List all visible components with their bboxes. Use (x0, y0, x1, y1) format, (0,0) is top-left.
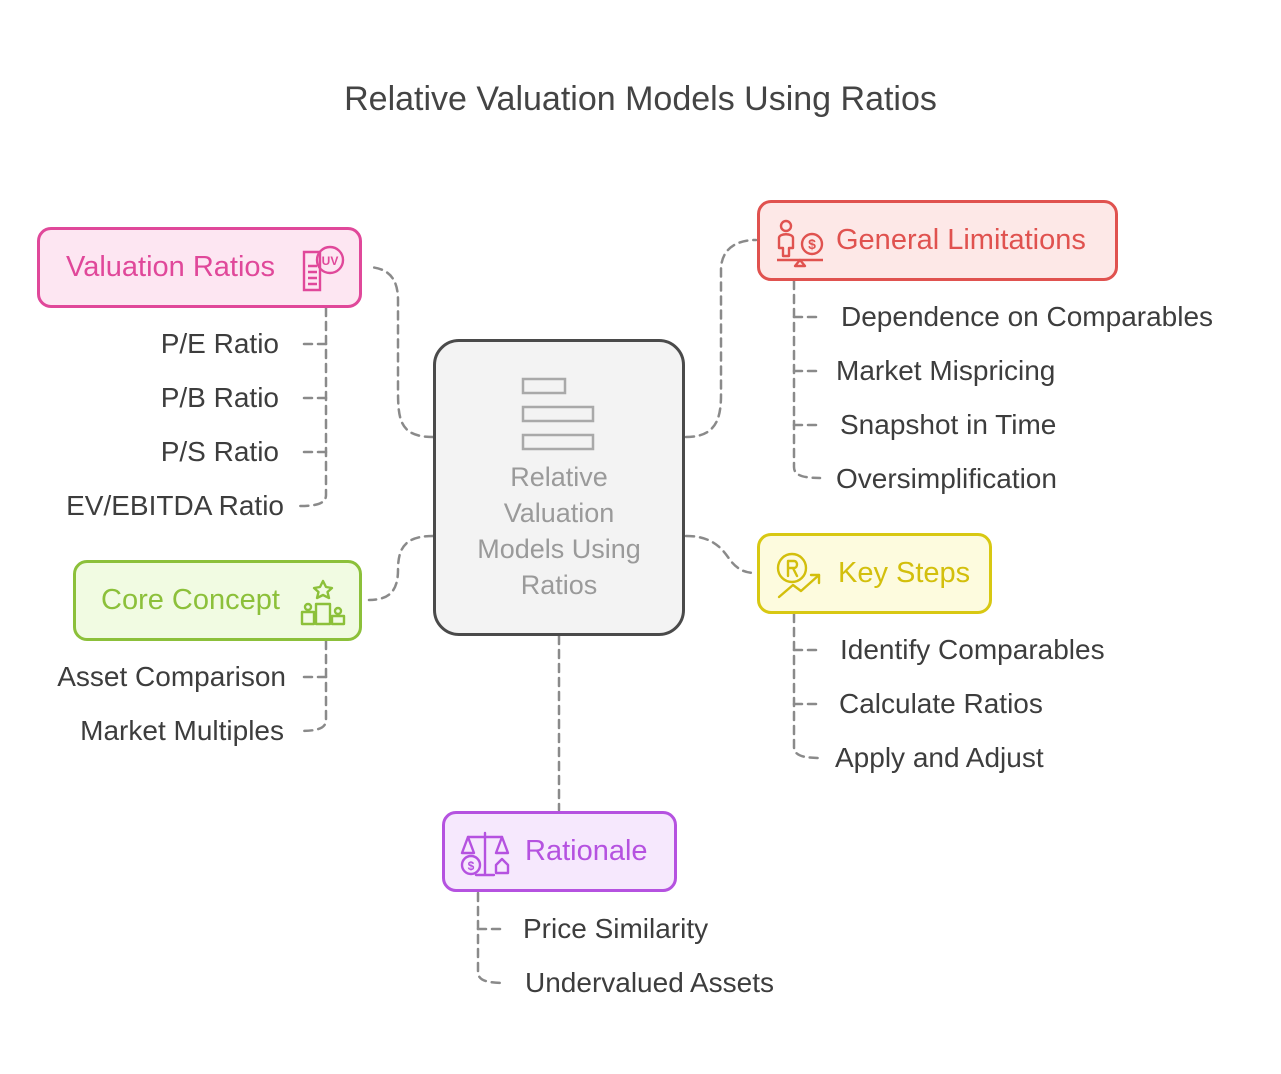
svg-text:$: $ (808, 236, 816, 252)
center-node: Relative Valuation Models Using Ratios (433, 339, 685, 636)
balance-scale-icon: $ (460, 829, 510, 879)
core-concept-label: Core Concept (101, 584, 280, 616)
connector-gl-items (792, 279, 822, 480)
svg-text:$: $ (468, 859, 475, 873)
bars-icon (521, 377, 597, 451)
connector-core-concept (367, 534, 435, 602)
coin-trend-icon (775, 551, 825, 601)
list-item: Snapshot in Time (840, 409, 1057, 440)
list-item: Asset Comparison (57, 661, 286, 692)
list-item: Undervalued Assets (525, 967, 775, 998)
list-item: P/E Ratio (160, 328, 279, 359)
list-item: Market Mispricing (836, 355, 1056, 386)
connector-valuation-ratios (367, 265, 435, 439)
list-item: Identify Comparables (840, 634, 1105, 665)
list-item: EV/EBITDA Ratio (66, 490, 284, 521)
center-label: Relative Valuation Models Using Ratios (477, 462, 641, 600)
connector-vr-items (298, 306, 328, 508)
key-steps-label: Key Steps (838, 557, 971, 589)
valuation-ratios-label: Valuation Ratios (66, 251, 276, 283)
list-item: Market Multiples (80, 715, 284, 746)
node-general-limitations: $ General Limitations (757, 200, 1118, 281)
list-item: Apply and Adjust (835, 742, 1044, 773)
connector-cc-items (298, 639, 328, 733)
document-uv-icon: UV (298, 244, 348, 294)
connector-ra-items (476, 891, 507, 985)
list-item: Price Similarity (523, 913, 709, 944)
node-core-concept: Core Concept (73, 560, 362, 641)
list-item: P/S Ratio (160, 436, 279, 467)
connector-ks-items (792, 612, 822, 760)
node-valuation-ratios: Valuation Ratios UV (37, 227, 362, 308)
connector-key-steps (684, 534, 758, 575)
svg-text:UV: UV (322, 254, 339, 268)
list-item: P/B Ratio (160, 382, 279, 413)
list-item: Dependence on Comparables (841, 301, 1214, 332)
list-item: Oversimplification (836, 463, 1057, 494)
podium-star-icon (298, 578, 348, 628)
diagram-title: Relative Valuation Models Using Ratios (344, 80, 937, 118)
person-scale-dollar-icon: $ (775, 218, 825, 268)
node-key-steps: Key Steps (757, 533, 992, 614)
general-limitations-label: General Limitations (836, 224, 1086, 256)
rationale-label: Rationale (525, 835, 648, 867)
node-rationale: $ Rationale (442, 811, 677, 892)
list-item: Calculate Ratios (839, 688, 1043, 719)
connector-general-limitations (684, 238, 758, 439)
